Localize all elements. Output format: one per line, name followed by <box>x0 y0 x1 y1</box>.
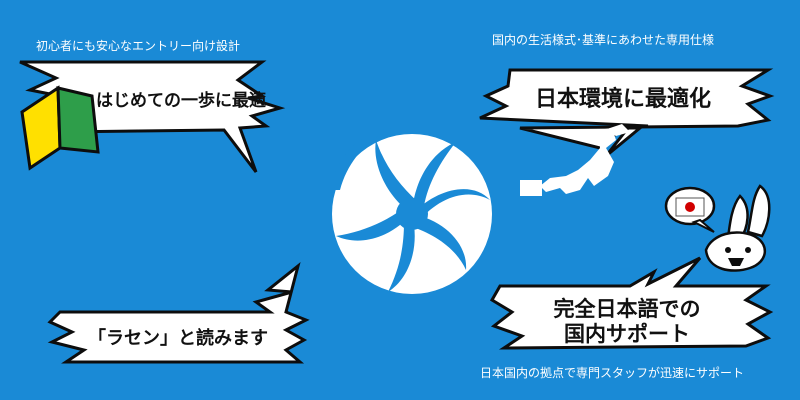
japan-flag-icon <box>664 186 716 233</box>
bubble-bottom-left <box>47 262 310 364</box>
bubble-bottom-right <box>489 256 774 350</box>
bottom-right-caption: 日本国内の拠点で専門スタッフが迅速にサポート <box>480 366 745 380</box>
top-right-caption: 国内の生活様式･基準にあわせた専用仕様 <box>492 33 715 47</box>
japan-map-icon <box>520 124 630 196</box>
top-left-caption: 初心者にも安心なエントリー向け設計 <box>36 39 241 53</box>
bottom-right-headline-line2: 国内サポート <box>564 322 690 346</box>
top-left-headline: はじめての一歩に最適 <box>96 91 266 111</box>
rabbit-mascot-icon <box>704 184 771 272</box>
top-right-headline: 日本環境に最適化 <box>534 87 711 112</box>
bottom-left-headline: 「ラセン」と読みます <box>88 328 268 349</box>
beginner-driver-mark-icon <box>20 85 100 171</box>
bottom-right-headline-line1: 完全日本語での <box>553 297 701 321</box>
spiral-shell-logo <box>330 128 492 294</box>
